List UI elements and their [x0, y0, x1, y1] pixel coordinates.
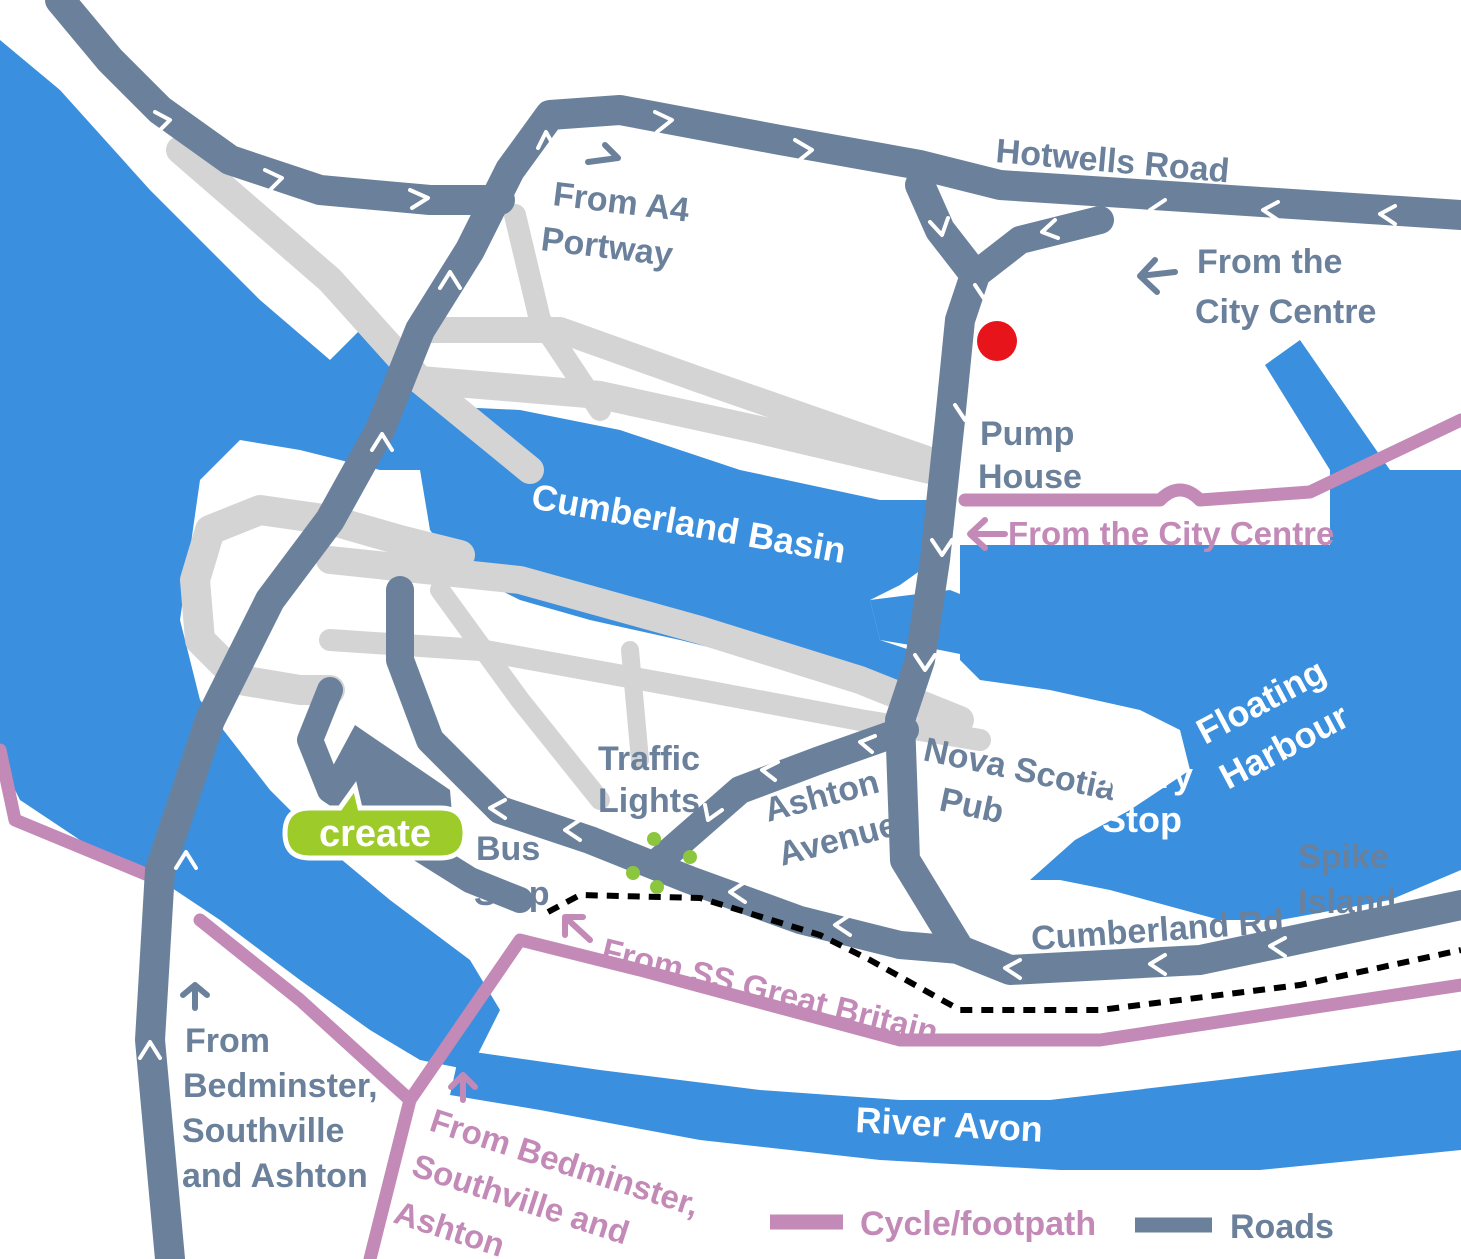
arrow-icon [858, 734, 877, 754]
label-from-city-centre-road-line1: From the [1197, 243, 1342, 281]
arrow-from-ss-gb-icon [562, 914, 593, 943]
arrow-icon [953, 403, 977, 422]
label-nova-scotia-line2: Pub [936, 781, 1007, 832]
cumberland-basin-water [415, 405, 940, 700]
arrow-icon [913, 653, 937, 672]
label-spike-island-line1: Spike [1298, 838, 1389, 876]
cycle-path-bedminster [193, 913, 417, 1259]
label-from-a4-line2: Portway [539, 220, 675, 274]
label-from-bedminster-road-line1: From [185, 1022, 270, 1060]
label-from-bedminster-road-line3: Southville [182, 1112, 344, 1150]
direction-arrows [138, 110, 1397, 1060]
arrow-icon [928, 216, 950, 237]
label-from-bedminster-road-line4: and Ashton [182, 1157, 368, 1195]
arrow-icon [408, 188, 430, 210]
railway-dotted-line [546, 891, 1461, 1013]
road-inner-loop [386, 576, 974, 964]
grey-road-3 [407, 317, 943, 473]
arrow-icon [760, 760, 780, 782]
traffic-light-dot [647, 832, 661, 846]
grey-road-8 [430, 580, 610, 810]
arrow-icon [703, 803, 724, 822]
arrow-icon [153, 110, 172, 132]
arrow-icon [563, 818, 582, 842]
arrow-icon [536, 130, 557, 150]
label-bus-stop-line1: Bus [476, 830, 540, 868]
arrow-icon [1148, 198, 1167, 222]
arrow-icon [138, 1040, 162, 1060]
grey-road-5-loop [180, 495, 475, 705]
arrow-icon [370, 432, 394, 452]
arrow-icon [1040, 218, 1060, 240]
floating-harbour-inner [870, 590, 1170, 690]
arrow-from-bedminster-cycle-icon [448, 1072, 478, 1103]
label-pump-house-line2: House [978, 458, 1082, 496]
arrow-from-a4-icon [585, 142, 621, 165]
arrow-icon [930, 538, 954, 557]
arrow-icon [793, 138, 814, 164]
arrow-from-city-centre-cycle-icon [967, 517, 1008, 551]
river-avon-water [450, 1050, 1461, 1170]
arrow-icon [1261, 200, 1280, 222]
label-traffic-lights-line2: Lights [598, 782, 700, 820]
label-spike-island-line2: Island [1298, 883, 1396, 921]
label-pump-house-line1: Pump [980, 415, 1074, 453]
arrow-icon [1378, 204, 1397, 226]
arrow-from-bedminster-road-icon [180, 982, 210, 1011]
road-north-west [45, 0, 515, 215]
traffic-light-dot [683, 850, 697, 864]
road-junction-slip [961, 206, 1114, 289]
arrow-icon [1268, 936, 1287, 958]
arrow-icon [488, 798, 507, 820]
arrow-icon [238, 727, 262, 747]
traffic-light-dot [626, 866, 640, 880]
grey-road-2 [406, 366, 944, 484]
label-ferry-stop-line1: Ferry [1103, 755, 1193, 796]
grey-road-9 [621, 641, 649, 769]
label-river-avon: River Avon [855, 1099, 1044, 1150]
label-from-a4-line1: From A4 [551, 175, 691, 229]
arrow-icon [833, 913, 852, 937]
label-bus-stop-line2: Stop [474, 875, 550, 913]
create-logo: create [282, 781, 468, 861]
cycle-path-city-centre [958, 413, 1461, 507]
river-left-upper [105, 230, 300, 400]
arrow-icon [653, 110, 674, 134]
grey-road-4 [504, 204, 611, 421]
label-ferry-stop-line2: Stop [1102, 799, 1182, 840]
traffic-light-dot [650, 880, 664, 894]
arrow-from-city-centre-icon [1137, 257, 1178, 295]
cycle-path-left [0, 743, 167, 887]
label-from-bedminster-road-line2: Bedminster, [183, 1067, 378, 1105]
label-arrows [180, 142, 1178, 1103]
create-logo-text: create [319, 813, 431, 855]
arrow-icon [973, 283, 997, 302]
destination-marker[interactable] [977, 321, 1017, 361]
label-traffic-lights-line1: Traffic [598, 740, 700, 778]
arrow-icon [308, 588, 332, 608]
arrow-icon [263, 168, 284, 192]
label-from-city-centre-road-line2: City Centre [1195, 293, 1376, 331]
arrow-icon [174, 850, 198, 870]
arrow-icon [1003, 958, 1022, 980]
cycle-paths-layer [0, 413, 1461, 1259]
cycle-path-ss-great-britain [403, 933, 1461, 1107]
label-from-city-centre-cycle: From the City Centre [1008, 515, 1334, 552]
traffic-light-dots [626, 832, 697, 894]
road-flyover-main [135, 95, 1461, 1259]
grey-road-1 [166, 136, 544, 484]
arrow-icon [438, 270, 462, 290]
arrow-icon [1148, 953, 1167, 976]
legend: Cycle/footpath Roads [770, 1205, 1334, 1246]
river-left-bank-strip [0, 560, 70, 760]
legend-cycle-label: Cycle/footpath [860, 1205, 1096, 1243]
arrow-icon [728, 880, 747, 904]
legend-roads-label: Roads [1230, 1208, 1334, 1246]
